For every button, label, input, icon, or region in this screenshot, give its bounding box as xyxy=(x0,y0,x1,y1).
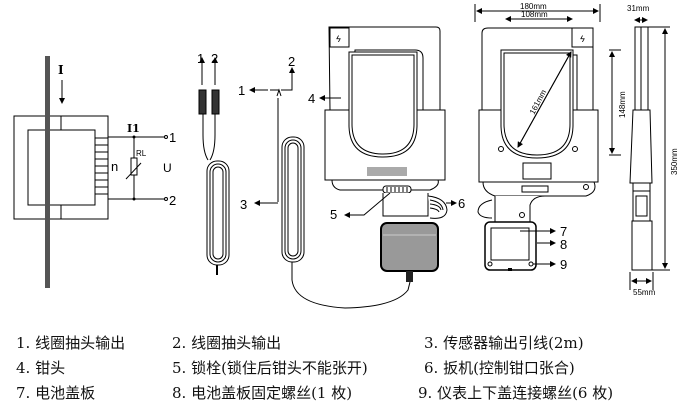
callout-8-label: 8 xyxy=(560,237,567,252)
callout-9-label: 9 xyxy=(560,257,567,272)
plug-2-label: 2 xyxy=(211,51,218,66)
callout-5-label: 5 xyxy=(330,207,337,222)
parts-legend: 1. 线圈抽头输出 2. 线圈抽头输出 3. 传感器输出引线(2m) 4. 钳头… xyxy=(0,326,687,412)
voltage-label: U xyxy=(163,161,172,175)
trigger xyxy=(427,195,448,219)
core-inner xyxy=(27,129,96,206)
cable-connector xyxy=(406,271,413,282)
svg-text:ϟ: ϟ xyxy=(580,34,585,44)
dim-top-thickness: 31mm xyxy=(627,4,650,13)
sensor-output-lead: 1 2 3 xyxy=(238,54,411,309)
legend-item-2: 2. 线圈抽头输出 xyxy=(172,334,282,352)
clamp-back-view: 180mm 108mm ϟ 161mm 7 8 9 xyxy=(474,2,627,272)
dim-bottom-thickness: 55mm xyxy=(633,288,656,297)
legend-item-4: 4. 钳头 xyxy=(16,359,66,377)
sensor-cable-plugs: 1 2 xyxy=(197,51,230,275)
dim-total-length: 350mm xyxy=(670,148,679,175)
legend-item-3: 3. 传感器输出引线(2m) xyxy=(424,334,584,352)
terminal-1-label: 1 xyxy=(169,130,176,145)
dim-outer-width: 180mm xyxy=(520,2,547,11)
lead-3-label: 3 xyxy=(240,197,247,212)
display-window xyxy=(367,167,407,176)
secondary-winding xyxy=(95,136,165,200)
callout-6-label: 6 xyxy=(458,196,465,211)
svg-text:ϟ: ϟ xyxy=(336,34,341,44)
dim-height: 148mm xyxy=(618,91,627,118)
legend-item-7: 7. 电池盖板 xyxy=(16,384,96,402)
lead-1-label: 1 xyxy=(238,83,245,98)
terminal-2-label: 2 xyxy=(169,193,176,208)
callout-4-label: 4 xyxy=(308,91,315,106)
primary-conductor xyxy=(45,56,50,288)
legend-item-1: 1. 线圈抽头输出 xyxy=(16,334,126,352)
clamp-sensor-diagram: I I1 n RL U 1 2 1 2 xyxy=(13,2,679,309)
load-resistor xyxy=(130,157,138,176)
load-label: RL xyxy=(136,149,147,158)
legend-item-5: 5. 锁栓(锁住后钳头不能张开) xyxy=(172,359,368,377)
clamp-front-view: ϟ 4 5 6 xyxy=(308,26,465,282)
battery-cover-front xyxy=(380,222,439,272)
current-label: I xyxy=(58,63,64,77)
turns-label: n xyxy=(111,159,118,174)
lead-2-label: 2 xyxy=(288,54,295,69)
legend-item-6: 6. 扳机(控制钳口张合) xyxy=(424,359,575,377)
callout-7-label: 7 xyxy=(560,224,567,239)
plug-2 xyxy=(211,89,220,115)
plug-1 xyxy=(198,89,207,115)
legend-item-9: 9. 仪表上下盖连接螺丝(6 枚) xyxy=(418,384,614,402)
plug-1-label: 1 xyxy=(197,51,204,66)
dim-inner-width: 108mm xyxy=(521,10,548,19)
clamp-side-view: 31mm 350mm 55mm xyxy=(627,4,679,297)
secondary-current-label: I1 xyxy=(127,122,140,135)
transformer-schematic: I I1 n RL U 1 2 xyxy=(13,56,176,288)
legend-item-8: 8. 电池盖板固定螺丝(1 枚) xyxy=(172,384,353,402)
